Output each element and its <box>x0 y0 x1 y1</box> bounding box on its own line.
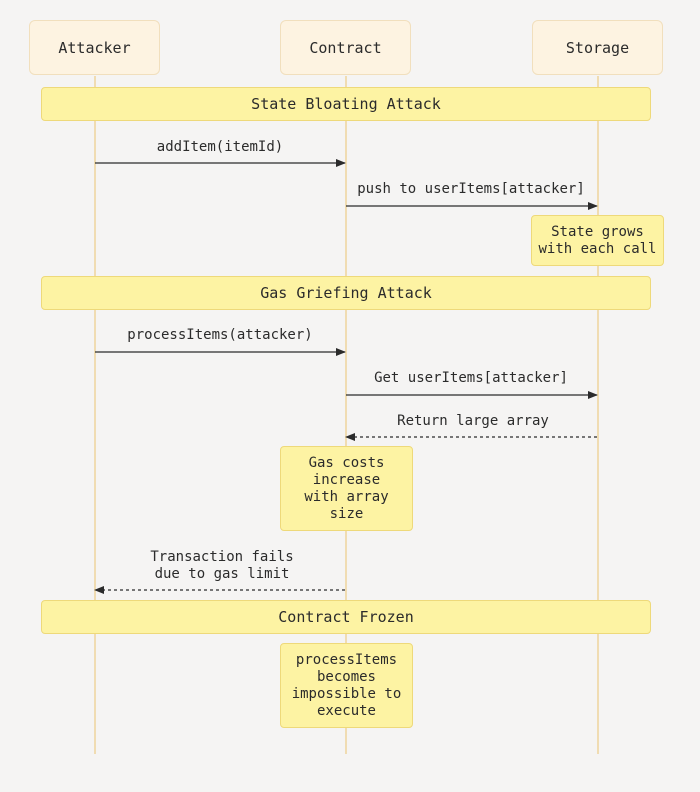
section-contract-frozen: Contract Frozen <box>41 600 651 634</box>
label-add-item: addItem(itemId) <box>156 139 284 155</box>
contract-lifeline <box>345 76 347 754</box>
section-gas-griefing: Gas Griefing Attack <box>41 276 651 310</box>
label-return-large-array: Return large array <box>397 413 549 429</box>
label-process-items: processItems(attacker) <box>127 327 313 343</box>
note-state-grows: State grows with each call <box>531 215 664 266</box>
label-get-user-items: Get userItems[attacker] <box>374 370 568 386</box>
section-state-bloating: State Bloating Attack <box>41 87 651 121</box>
note-process-impossible: processItems becomes impossible to execu… <box>280 643 413 728</box>
label-push-user-items: push to userItems[attacker] <box>357 181 585 197</box>
label-transaction-fails: Transaction fails due to gas limit <box>150 549 294 582</box>
note-gas-costs: Gas costs increase with array size <box>280 446 413 531</box>
storage-lifeline <box>597 76 599 754</box>
actor-contract: Contract <box>280 20 411 75</box>
attacker-lifeline <box>94 76 96 754</box>
actor-attacker: Attacker <box>29 20 160 75</box>
actor-storage: Storage <box>532 20 663 75</box>
